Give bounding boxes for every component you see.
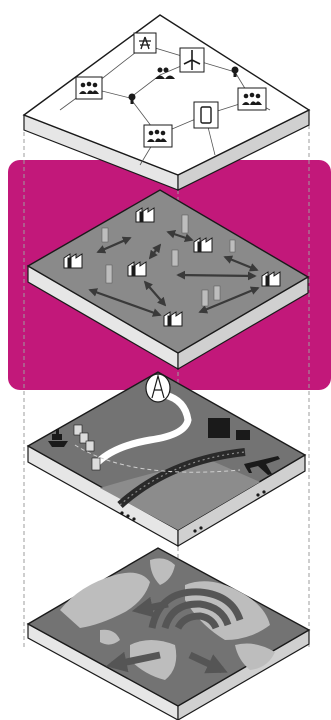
factory-icon xyxy=(128,262,146,276)
factory-icon xyxy=(262,272,280,286)
oil-rig-icon xyxy=(146,374,170,402)
layer-infrastructure xyxy=(28,372,305,546)
factory-icon xyxy=(194,238,212,252)
people-group-icon xyxy=(144,125,172,147)
wind-turbine-icon xyxy=(180,48,204,72)
people-group-icon xyxy=(76,77,102,99)
factory-icon xyxy=(136,208,154,222)
smartphone-icon xyxy=(194,102,218,128)
layer-geography xyxy=(28,548,309,720)
factory-icon xyxy=(164,312,182,326)
factory-icon xyxy=(64,254,82,268)
network-tower-icon xyxy=(134,33,156,53)
people-group-icon xyxy=(238,88,266,110)
